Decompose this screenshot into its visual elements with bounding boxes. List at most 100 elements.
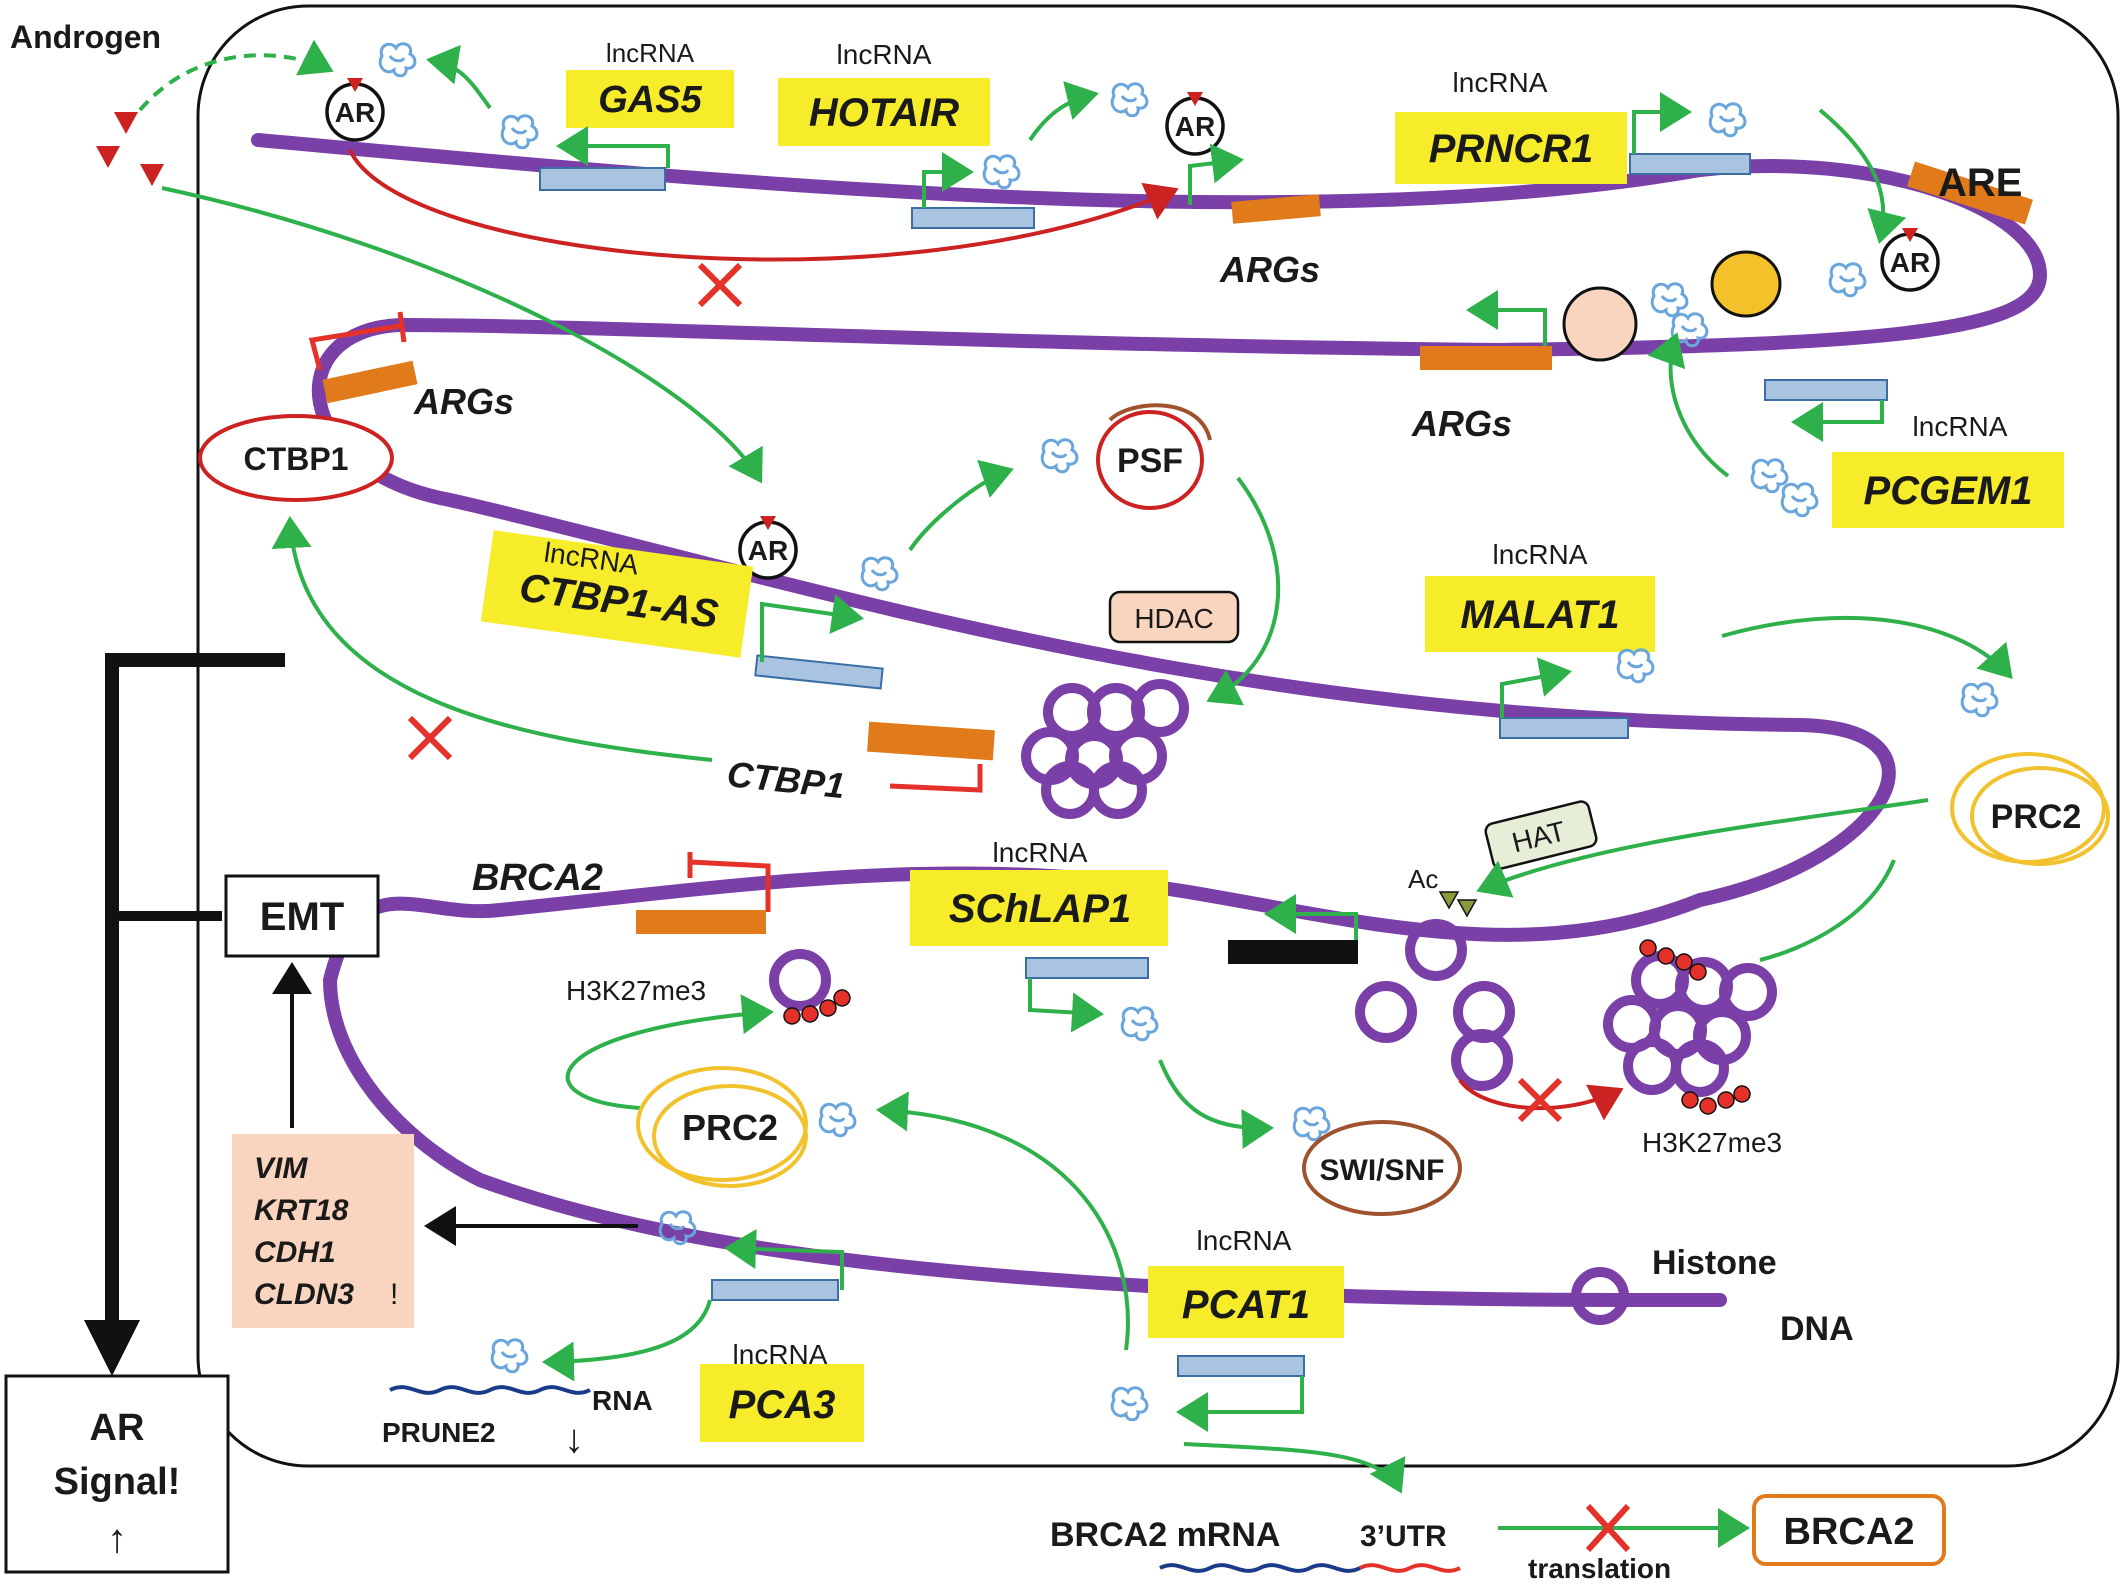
args-gene-left: [322, 360, 418, 404]
androgen-label: Androgen: [10, 19, 161, 55]
pca3-gene: [711, 1279, 839, 1301]
ac-label: Ac: [1408, 864, 1438, 894]
prc2-complex-ring: [1970, 766, 2110, 866]
nucleosome-cluster-repressed: [1603, 951, 1777, 1097]
ctbp1-repression-bar: [308, 311, 407, 371]
prncr1-label: PRNCR1: [1429, 127, 1593, 171]
malat1-transcription-arrow: [1500, 657, 1572, 718]
args-label-2: ARGs: [1411, 403, 1512, 444]
brca2-gene: [636, 910, 766, 934]
svg-text:AR: AR: [1175, 111, 1215, 142]
hdac-box: [1108, 590, 1240, 644]
schlap1-to-swisnf-arrow: [1158, 1059, 1274, 1149]
psf-ring: [1108, 403, 1212, 441]
ctbp1-protein: [198, 414, 394, 502]
hotair-box: [778, 78, 990, 146]
pcat1-to-prc2-arrow: [876, 1091, 1130, 1351]
pca3-transcription-arrow: [724, 1228, 844, 1290]
swisnf-blocked-arrow: [1458, 1078, 1624, 1121]
brca2-protein-box: [1752, 1494, 1946, 1566]
pcat1-box: [1148, 1266, 1344, 1338]
ar-blocked-arrow: [348, 149, 1179, 262]
hotair-to-ar-arrow: [1028, 81, 1099, 142]
svg-text:AR: AR: [1890, 247, 1930, 278]
emt-label: EMT: [260, 895, 344, 939]
ctbp1-as-gene: [754, 654, 884, 690]
hat-box: [1484, 800, 1598, 870]
brca2-mrna-strand: [1159, 1563, 1361, 1573]
coactivator-yellow: [1710, 250, 1782, 318]
brca2-gene-label: BRCA2: [472, 857, 603, 899]
block-x-mark: [697, 262, 743, 308]
signal-bracket: [105, 653, 285, 1340]
schlap1-transcription-arrow: [1028, 978, 1104, 1033]
pcat1-to-utr-arrow: [1183, 1442, 1406, 1494]
hotair-lncrna-label: lncRNA: [837, 39, 932, 70]
histone-example: [1571, 1267, 1629, 1325]
androgen-triangle: [96, 146, 120, 168]
swisnf-label: SWI/SNF: [1320, 1154, 1445, 1187]
dna-label: DNA: [1780, 1310, 1854, 1348]
gas5-to-ar-arrow: [426, 44, 492, 110]
pca3-lncrna-label: lncRNA: [733, 1339, 828, 1370]
ctbp1-gene-repression: [889, 764, 983, 793]
hotair-transcription-arrow: [922, 152, 974, 208]
h3k27me3-label-left: H3K27me3: [566, 975, 706, 1006]
ar-signal-up-arrow: ↑: [107, 1517, 127, 1561]
krt18-label: KRT18: [254, 1194, 349, 1227]
prncr1-gene: [1629, 153, 1751, 175]
args-transcription-arrow: [1188, 143, 1244, 205]
are-element: [1907, 161, 2033, 225]
ar-signal-box: [4, 1374, 230, 1574]
schlap1-label: SChLAP1: [949, 887, 1131, 931]
androgen-entry-arrow: [138, 39, 334, 112]
swisnf-complex: [1302, 1120, 1462, 1216]
nucleosome-left: [769, 949, 851, 1025]
schlap1-box: [910, 870, 1168, 946]
prc2-label-left: PRC2: [682, 1107, 778, 1148]
pcgem1-lncrna-label: lncRNA: [1913, 411, 2008, 442]
emt-box: [224, 874, 380, 958]
gas5-box: [566, 70, 734, 128]
ar-signal-line2: Signal!: [54, 1461, 181, 1503]
coactivator-pink: [1562, 286, 1638, 362]
malat1-lncrna-label: lncRNA: [1493, 539, 1588, 570]
svg-text:AR: AR: [335, 97, 375, 128]
gas5-gene: [539, 167, 666, 191]
malat1-gene: [1499, 717, 1629, 739]
hotair-label: HOTAIR: [809, 91, 959, 135]
prc2-to-nucleosome-arrow: [1759, 859, 1896, 962]
cldn3-excl: !: [390, 1278, 398, 1311]
are-label: ARE: [1938, 161, 2022, 205]
prune2-down-arrow: ↓: [564, 1417, 584, 1461]
pca3-to-prune2-arrow: [542, 1299, 712, 1382]
translation-label: translation: [1528, 1553, 1671, 1584]
nucleosome-open: [1355, 919, 1515, 1091]
prc2-methylation-arrow: [565, 994, 774, 1110]
signal-down-arrow: [84, 1320, 140, 1376]
block-x-mark-2: [407, 715, 453, 761]
pcat1-label: PCAT1: [1182, 1283, 1310, 1327]
prc2-complex-left-ring: [652, 1084, 808, 1188]
brca2-protein-label: BRCA2: [1784, 1511, 1915, 1553]
target-gene-transcription-arrow: [1264, 894, 1358, 940]
pcgem1-label: PCGEM1: [1864, 469, 2033, 513]
ar-receptor: AR: [1880, 226, 1940, 292]
brca2-repression-bar: [687, 852, 771, 912]
args-label: ARGs: [1219, 249, 1320, 290]
ac-mark: [1456, 899, 1478, 918]
hdac-label: HDAC: [1134, 603, 1213, 634]
pcgem1-to-complex-arrow: [1647, 332, 1730, 478]
hotair-gene: [911, 207, 1035, 229]
dna-strand: [251, 133, 2048, 1307]
pca3-label: PCA3: [729, 1383, 836, 1427]
androgen-to-ctbp1-as-arrow: [161, 186, 763, 484]
args-gene: [1231, 194, 1321, 224]
ar-signal-line1: AR: [90, 1407, 145, 1449]
ctbp1-as-transcription-arrow: [760, 594, 864, 662]
malat1-label: MALAT1: [1460, 593, 1619, 637]
prncr1-lncrna-label: lncRNA: [1453, 67, 1548, 98]
pcat1-gene: [1177, 1355, 1305, 1377]
emt-genes-box: [232, 1134, 414, 1328]
